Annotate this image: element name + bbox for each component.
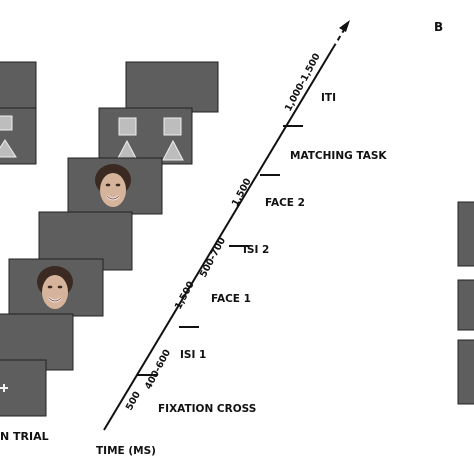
event-label: ITI bbox=[321, 92, 336, 104]
screen-face-1 bbox=[8, 258, 104, 317]
panel-b-screen bbox=[457, 201, 474, 267]
trial-label: N TRIAL bbox=[0, 430, 49, 443]
face-image bbox=[37, 266, 73, 309]
event-label: ISI 1 bbox=[180, 349, 206, 361]
square-icon bbox=[163, 117, 182, 136]
fixation-cross-icon bbox=[0, 384, 8, 392]
triangle-icon bbox=[0, 139, 17, 158]
screen-fixation bbox=[0, 359, 47, 417]
event-label: ISI 2 bbox=[243, 244, 269, 256]
duration-label: 500-700 bbox=[198, 235, 228, 279]
event-label: MATCHING TASK bbox=[290, 150, 387, 162]
panel-b-label: B bbox=[434, 20, 443, 34]
square-icon bbox=[0, 115, 13, 131]
event-label: FIXATION CROSS bbox=[158, 403, 256, 415]
event-label: FACE 1 bbox=[211, 293, 251, 305]
screen-face-2 bbox=[67, 157, 163, 215]
panel-b-screen bbox=[457, 339, 474, 405]
duration-label: 1,500 bbox=[230, 176, 254, 208]
duration-label: 1,000-1,500 bbox=[283, 51, 323, 113]
arrow-head-icon bbox=[339, 20, 350, 32]
triangle-icon bbox=[162, 139, 184, 161]
screen-shapes-1 bbox=[0, 107, 37, 165]
square-icon bbox=[118, 117, 137, 136]
timeline-axis bbox=[103, 47, 334, 431]
stimulus-screens bbox=[0, 61, 219, 417]
screen-blank-2 bbox=[125, 61, 219, 113]
panel-b-screen bbox=[457, 279, 474, 331]
event-label: FACE 2 bbox=[265, 197, 305, 209]
duration-label: 400-600 bbox=[143, 347, 173, 391]
screen-blank-1 bbox=[0, 61, 37, 113]
screen-shapes-2 bbox=[98, 107, 193, 165]
panel-b: B bbox=[434, 20, 474, 405]
duration-label: 1,500 bbox=[173, 279, 197, 311]
time-axis-label: TIME (MS) bbox=[96, 445, 156, 457]
face-image bbox=[95, 164, 131, 207]
